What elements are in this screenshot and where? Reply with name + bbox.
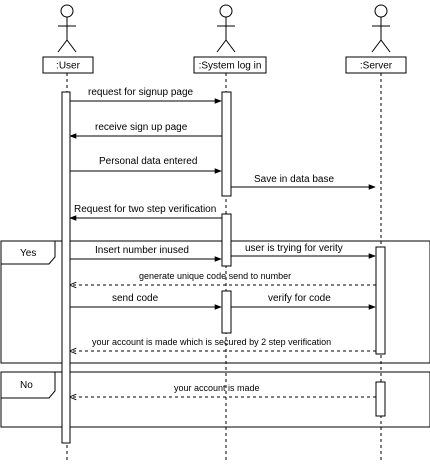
actor-system-label: :System log in xyxy=(199,61,262,72)
message-label: your account is made which is secured by… xyxy=(92,337,331,347)
message-account-made-secured: your account is made which is secured by… xyxy=(70,337,376,351)
message-request-signup-page: request for signup page xyxy=(70,87,222,104)
message-label: receive sign up page xyxy=(95,122,188,133)
message-label: Save in data base xyxy=(254,174,334,185)
actor-system-box xyxy=(193,56,267,74)
actor-server-label: :Server xyxy=(360,61,393,72)
message-receive-signup-page: receive sign up page xyxy=(69,122,222,139)
activation-server-2 xyxy=(375,381,386,417)
message-user-trying-verify: user is trying for verity xyxy=(231,243,376,259)
fragment-no-frame xyxy=(0,371,430,428)
fragment-yes-label: Yes xyxy=(20,248,36,259)
message-insert-number: Insert number inused xyxy=(70,245,222,262)
fragment-yes: Yes xyxy=(0,240,430,364)
message-label: request for signup page xyxy=(88,87,194,98)
actor-user-box xyxy=(42,56,94,74)
fragment-yes-tab xyxy=(0,240,56,265)
fragment-no: No xyxy=(0,371,430,428)
fragment-no-label: No xyxy=(20,380,33,391)
actor-system-stick-figure-icon xyxy=(216,4,236,53)
message-label: your account is made xyxy=(174,383,260,393)
activation-system-1 xyxy=(221,91,232,197)
actor-user: :User xyxy=(42,4,94,74)
fragment-no-tab xyxy=(0,371,56,399)
actor-user-stick-figure-icon xyxy=(57,4,77,53)
actor-server-box xyxy=(345,56,407,74)
actor-user-label: :User xyxy=(56,61,81,72)
activation-system-3 xyxy=(221,290,232,334)
message-save-in-database: Save in data base xyxy=(231,174,376,190)
actor-system: :System log in xyxy=(193,4,267,74)
message-label: Personal data entered xyxy=(99,156,197,167)
message-send-code: send code xyxy=(70,293,222,310)
message-label: Request for two step verification xyxy=(74,204,216,215)
fragment-yes-frame xyxy=(0,240,430,364)
activation-server-1 xyxy=(375,246,386,355)
message-label: user is trying for verity xyxy=(245,243,343,254)
message-label: send code xyxy=(112,293,159,304)
message-generate-unique-code: generate unique code send to number xyxy=(70,271,376,285)
message-label: verify for code xyxy=(268,293,331,304)
actor-server: :Server xyxy=(345,4,407,74)
actor-server-stick-figure-icon xyxy=(371,4,391,53)
message-request-two-step-verification: Request for two step verification xyxy=(69,204,222,221)
message-account-made: your account is made xyxy=(70,383,376,397)
activation-system-2 xyxy=(221,213,232,267)
message-verify-for-code: verify for code xyxy=(231,293,376,310)
message-personal-data-entered: Personal data entered xyxy=(70,156,222,174)
activation-user xyxy=(61,91,71,444)
message-label: Insert number inused xyxy=(95,245,189,256)
message-label: generate unique code send to number xyxy=(139,271,291,281)
